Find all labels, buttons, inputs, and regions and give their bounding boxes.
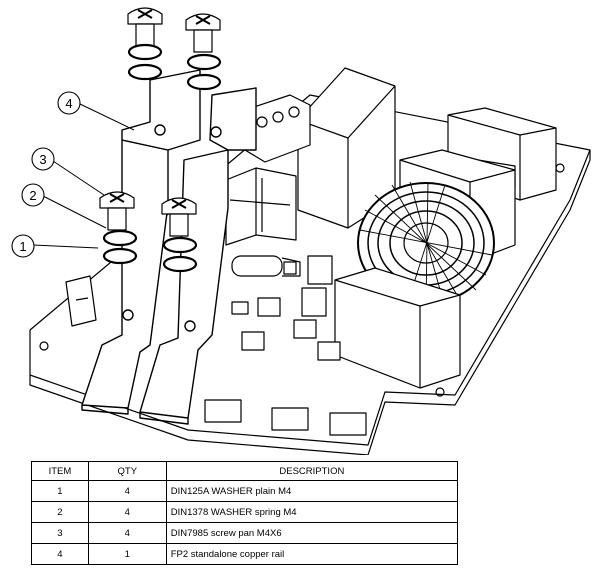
qty-cell: 4 [87,522,167,544]
screw-stack-bottom-left [99,191,138,265]
table-row: 2 4 DIN1378 WASHER spring M4 [31,501,459,523]
table-row: 1 4 DIN125A WASHER plain M4 [31,480,459,502]
qty-cell: 4 [87,480,167,502]
callout-3-label: 3 [39,152,46,167]
item-cell: 4 [31,543,89,565]
relay-lower-right [334,267,461,389]
assembly-drawing: 1 2 3 4 [11,7,591,455]
table-row: 4 1 FP2 standalone copper rail [31,543,459,565]
description-cell: DIN1378 WASHER spring M4 [165,501,459,523]
item-cell: 3 [31,522,89,544]
callout-3: 3 [31,147,55,171]
description-cell: DIN7985 screw pan M4X6 [165,522,459,544]
terminal-block [244,94,311,163]
description-cell: DIN125A WASHER plain M4 [165,480,459,502]
column-header-item: ITEM [31,461,89,481]
qty-cell: 4 [87,501,167,523]
callout-1: 1 [11,234,35,258]
screw-stack-top-left [127,7,163,81]
callout-4-label: 4 [65,96,72,111]
item-cell: 2 [31,501,89,523]
callout-2: 2 [21,183,45,207]
qty-cell: 1 [87,543,167,565]
item-cell: 1 [31,480,89,502]
table-row: 3 4 DIN7985 screw pan M4X6 [31,522,459,544]
screw-stack-top-right [185,13,222,91]
callout-2-label: 2 [29,188,36,203]
column-header-qty: QTY [87,461,167,481]
description-cell: FP2 standalone copper rail [165,543,459,565]
side-component [65,275,97,327]
callout-1-label: 1 [19,239,26,254]
table-header-row: ITEM QTY DESCRIPTION [31,461,459,481]
small-components [231,255,341,361]
screw-stack-bottom-right [161,197,198,273]
callout-4: 4 [57,91,81,115]
copper-rail [81,69,257,425]
bill-of-materials-table: ITEM QTY DESCRIPTION 1 4 DIN125A WASHER … [31,461,459,565]
leader-lines [32,103,135,249]
column-header-description: DESCRIPTION [165,461,459,481]
